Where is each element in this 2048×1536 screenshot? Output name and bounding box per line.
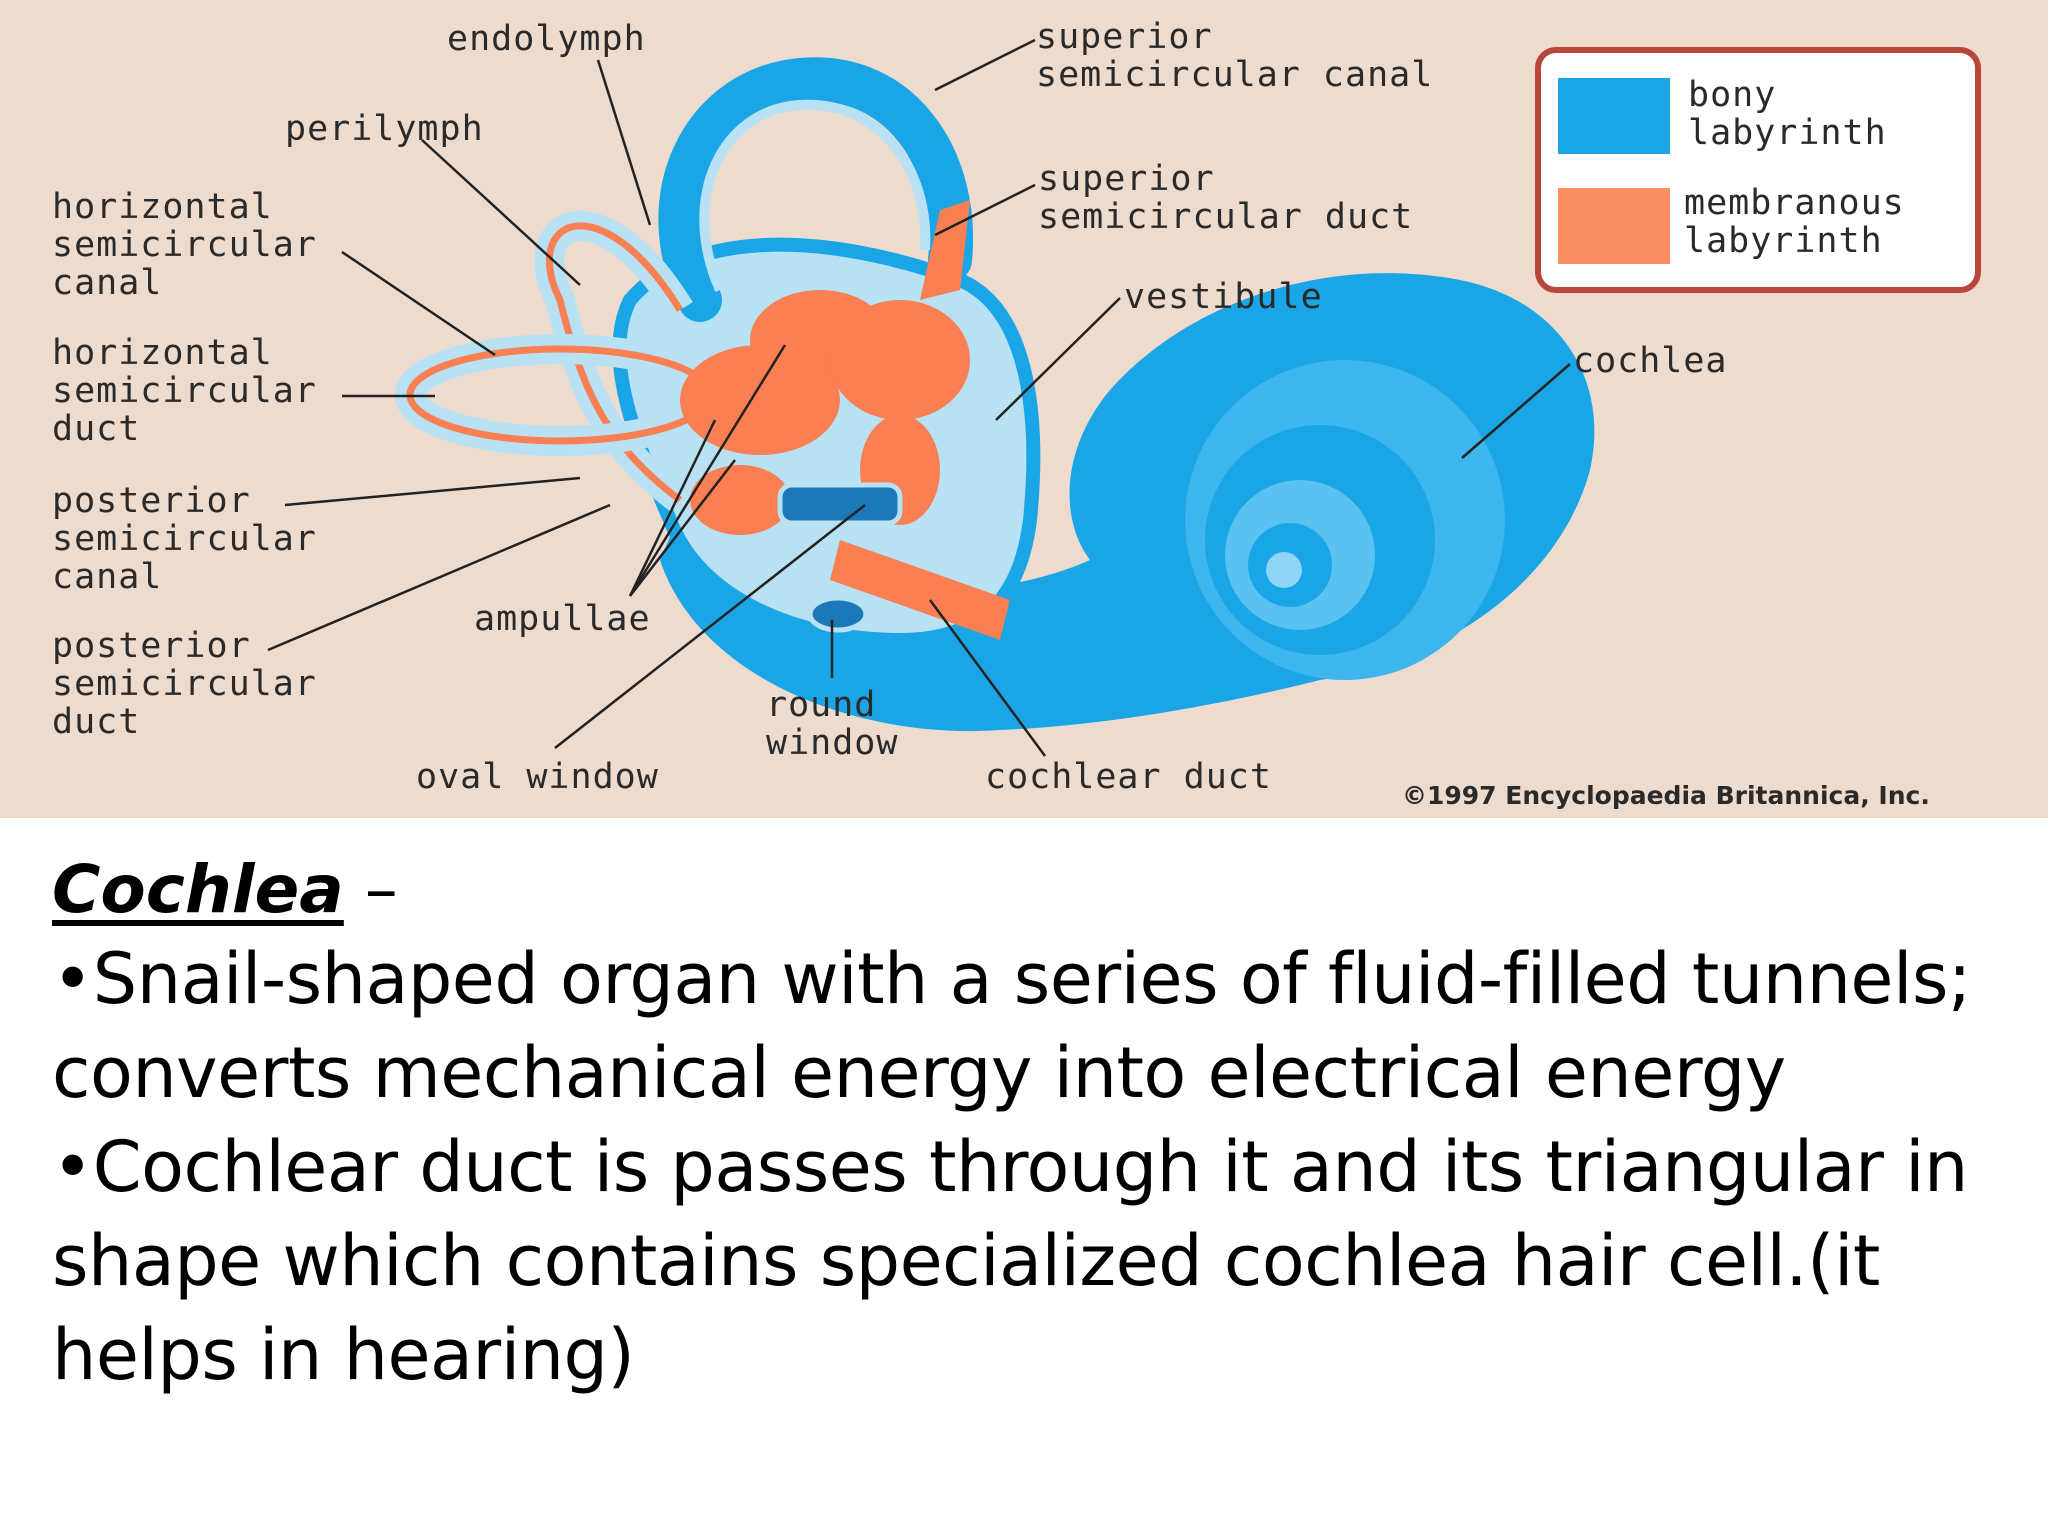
bullet-1: •Snail-shaped organ with a series of flu…	[52, 938, 1972, 1114]
legend-swatch-membranous	[1558, 188, 1670, 264]
label-superior-duct: superior semicircular duct	[1038, 159, 1413, 237]
heading-line: Cochlea –	[52, 848, 2012, 932]
label-round-window: round window	[766, 685, 898, 763]
legend-swatch-bony	[1558, 78, 1670, 154]
heading-dash: –	[343, 851, 398, 928]
copyright-credit: ©1997 Encyclopaedia Britannica, Inc.	[1402, 781, 1930, 810]
legend-label-membranous: membranous labyrinth	[1684, 183, 1927, 261]
label-ampullae: ampullae	[474, 599, 651, 639]
label-cochlear-duct: cochlear duct	[985, 757, 1272, 797]
oval-window-shape	[777, 482, 903, 526]
label-horizontal-canal: horizontal semicircular canal	[52, 187, 339, 303]
label-posterior-duct: posterior semicircular duct	[52, 626, 339, 742]
legend-label-bony: bony labyrinth	[1688, 75, 1887, 153]
leader-lines	[267, 38, 1571, 757]
label-cochlea: cochlea	[1573, 341, 1728, 381]
slide-text: Cochlea – •Snail-shaped organ with a ser…	[52, 848, 2012, 1402]
label-oval-window: oval window	[416, 757, 659, 797]
label-horizontal-duct: horizontal semicircular duct	[52, 333, 339, 449]
legend: bony labyrinth membranous labyrinth	[1535, 47, 1981, 293]
label-endolymph: endolymph	[447, 19, 646, 59]
label-perilymph: perilymph	[285, 109, 484, 149]
superior-canal-shape	[658, 57, 974, 322]
inner-ear-diagram: endolymph perilymph horizontal semicircu…	[0, 0, 2048, 818]
heading-term: Cochlea	[52, 851, 344, 928]
label-posterior-canal: posterior semicircular canal	[52, 481, 339, 597]
bullet-2: •Cochlear duct is passes through it and …	[52, 1126, 1968, 1396]
label-superior-canal: superior semicircular canal	[1036, 17, 1433, 95]
round-window-shape	[807, 595, 869, 633]
label-vestibule: vestibule	[1124, 277, 1323, 317]
